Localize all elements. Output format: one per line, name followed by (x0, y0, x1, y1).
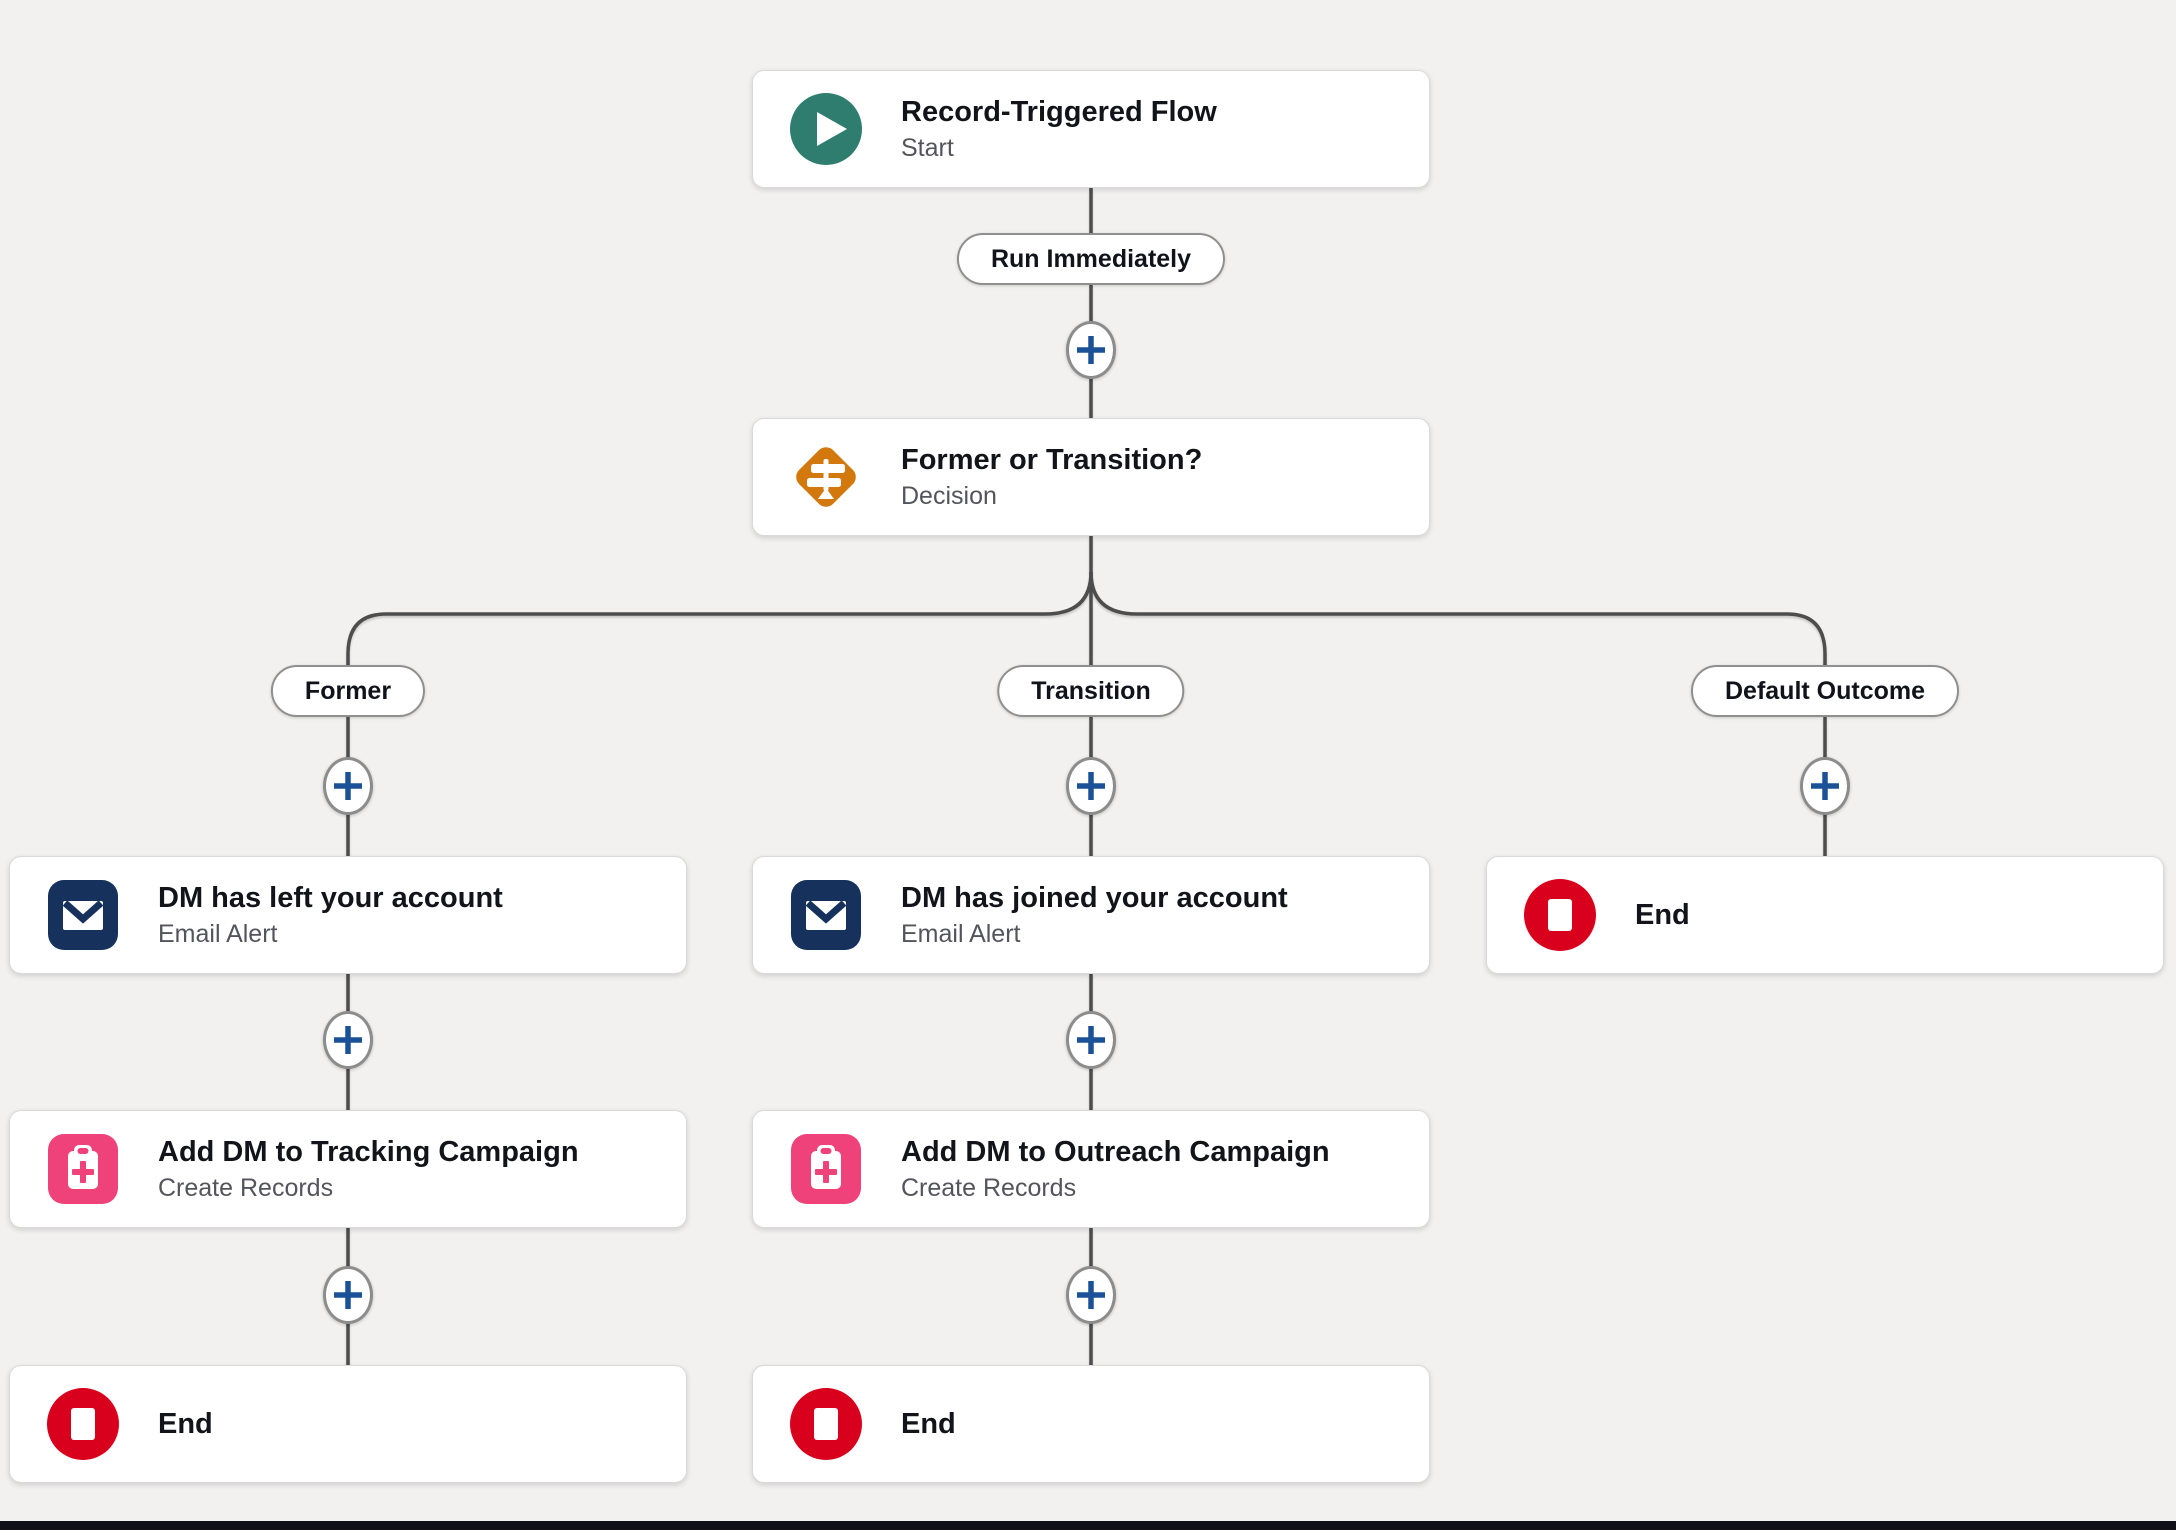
add-element-button[interactable] (1066, 321, 1116, 379)
add-element-button[interactable] (323, 757, 373, 815)
node-title: End (901, 1407, 956, 1440)
bottom-edge-bar (0, 1521, 2176, 1530)
node-subtitle: Email Alert (158, 920, 278, 949)
node-email-alert-left[interactable]: DM has left your account Email Alert (9, 856, 687, 974)
node-subtitle: Start (901, 134, 954, 163)
node-title: DM has left your account (158, 881, 503, 914)
branch-label-text: Default Outcome (1724, 676, 1926, 705)
clipboard-plus-icon (48, 1134, 118, 1204)
stop-icon (790, 1388, 862, 1460)
node-subtitle: Decision (901, 482, 997, 511)
node-create-records-left[interactable]: Add DM to Tracking Campaign Create Recor… (9, 1110, 687, 1228)
node-title: End (158, 1407, 213, 1440)
envelope-icon (48, 880, 118, 950)
node-title: Record-Triggered Flow (901, 95, 1217, 128)
branch-label-former: Former (270, 665, 426, 717)
branch-label-text: Former (304, 676, 392, 705)
clipboard-plus-icon (791, 1134, 861, 1204)
node-subtitle: Create Records (901, 1174, 1077, 1203)
node-subtitle: Create Records (158, 1174, 334, 1203)
plus-icon (334, 1026, 362, 1054)
node-decision[interactable]: Former or Transition? Decision (752, 418, 1430, 536)
plus-icon (1077, 1026, 1105, 1054)
add-element-button[interactable] (1066, 1011, 1116, 1069)
node-end-former[interactable]: End (9, 1365, 687, 1483)
node-title: Former or Transition? (901, 443, 1203, 476)
envelope-icon (791, 880, 861, 950)
plus-icon (334, 1281, 362, 1309)
node-title: DM has joined your account (901, 881, 1288, 914)
node-title: Add DM to Outreach Campaign (901, 1135, 1330, 1168)
plus-icon (334, 772, 362, 800)
signpost-icon (796, 447, 856, 507)
add-element-button[interactable] (1066, 1266, 1116, 1324)
stop-icon (47, 1388, 119, 1460)
node-email-alert-middle[interactable]: DM has joined your account Email Alert (752, 856, 1430, 974)
node-start[interactable]: Record-Triggered Flow Start (752, 70, 1430, 188)
connector-label-run-immediately: Run Immediately (956, 233, 1226, 285)
add-element-button[interactable] (323, 1011, 373, 1069)
node-title: Add DM to Tracking Campaign (158, 1135, 579, 1168)
add-element-button[interactable] (1800, 757, 1850, 815)
node-title: End (1635, 898, 1690, 931)
add-element-button[interactable] (1066, 757, 1116, 815)
node-end-default[interactable]: End (1486, 856, 2164, 974)
connector-label-text: Run Immediately (990, 244, 1192, 273)
node-subtitle: Email Alert (901, 920, 1021, 949)
node-end-transition[interactable]: End (752, 1365, 1430, 1483)
plus-icon (1077, 772, 1105, 800)
branch-label-text: Transition (1031, 676, 1151, 705)
add-element-button[interactable] (323, 1266, 373, 1324)
branch-label-default-outcome: Default Outcome (1690, 665, 1960, 717)
branch-label-transition: Transition (997, 665, 1185, 717)
stop-icon (1524, 879, 1596, 951)
node-create-records-middle[interactable]: Add DM to Outreach Campaign Create Recor… (752, 1110, 1430, 1228)
play-icon (790, 93, 862, 165)
plus-icon (1811, 772, 1839, 800)
plus-icon (1077, 1281, 1105, 1309)
plus-icon (1077, 336, 1105, 364)
